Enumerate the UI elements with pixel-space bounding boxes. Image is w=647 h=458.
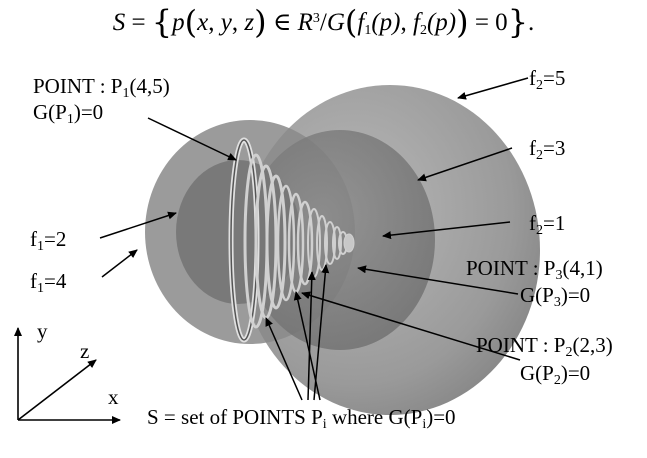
arrow-f2-5 (457, 77, 529, 100)
arrow-caption-1 (265, 317, 303, 401)
label-f2-1: f2=1 (529, 211, 566, 238)
label-p2-point: POINT : P2(2,3) (476, 333, 613, 360)
caption-set-s: S = set of POINTS Pi where G(Pi)=0 (147, 405, 456, 432)
arrow-f2-1 (382, 221, 511, 240)
arrow-p2 (301, 291, 521, 361)
arrow-f1-4 (101, 249, 138, 278)
label-f1-4: f1=4 (30, 269, 67, 296)
coordinate-axes (14, 327, 121, 424)
arrow-f1-2 (99, 211, 177, 239)
label-f2-3: f2=3 (529, 136, 566, 163)
arrow-caption-3 (313, 264, 330, 401)
arrow-p1 (147, 117, 237, 161)
label-p2-g: G(P2)=0 (520, 361, 591, 388)
axis-label-x: x (108, 385, 119, 409)
label-p1-g: G(P1)=0 (33, 100, 104, 127)
label-f2-5: f2=5 (529, 66, 566, 93)
pointer-arrows (99, 77, 529, 401)
arrow-p3 (357, 265, 519, 295)
label-p3-g: G(P3)=0 (520, 283, 591, 310)
arrow-caption-4 (293, 291, 321, 401)
set-definition-equation: S = {p(x, y, z) ∈ R3/G(f1(p), f2(p)) = 0… (112, 3, 535, 41)
arrow-caption-2 (307, 271, 316, 401)
label-p1-point: POINT : P1(4,5) (33, 74, 170, 101)
label-f1-2: f1=2 (30, 227, 67, 254)
label-p3-point: POINT : P3(4,1) (466, 256, 603, 283)
axis-z (17, 359, 97, 421)
arrow-f2-3 (417, 147, 513, 182)
axis-label-z: z (80, 339, 90, 363)
axis-label-y: y (37, 319, 48, 343)
